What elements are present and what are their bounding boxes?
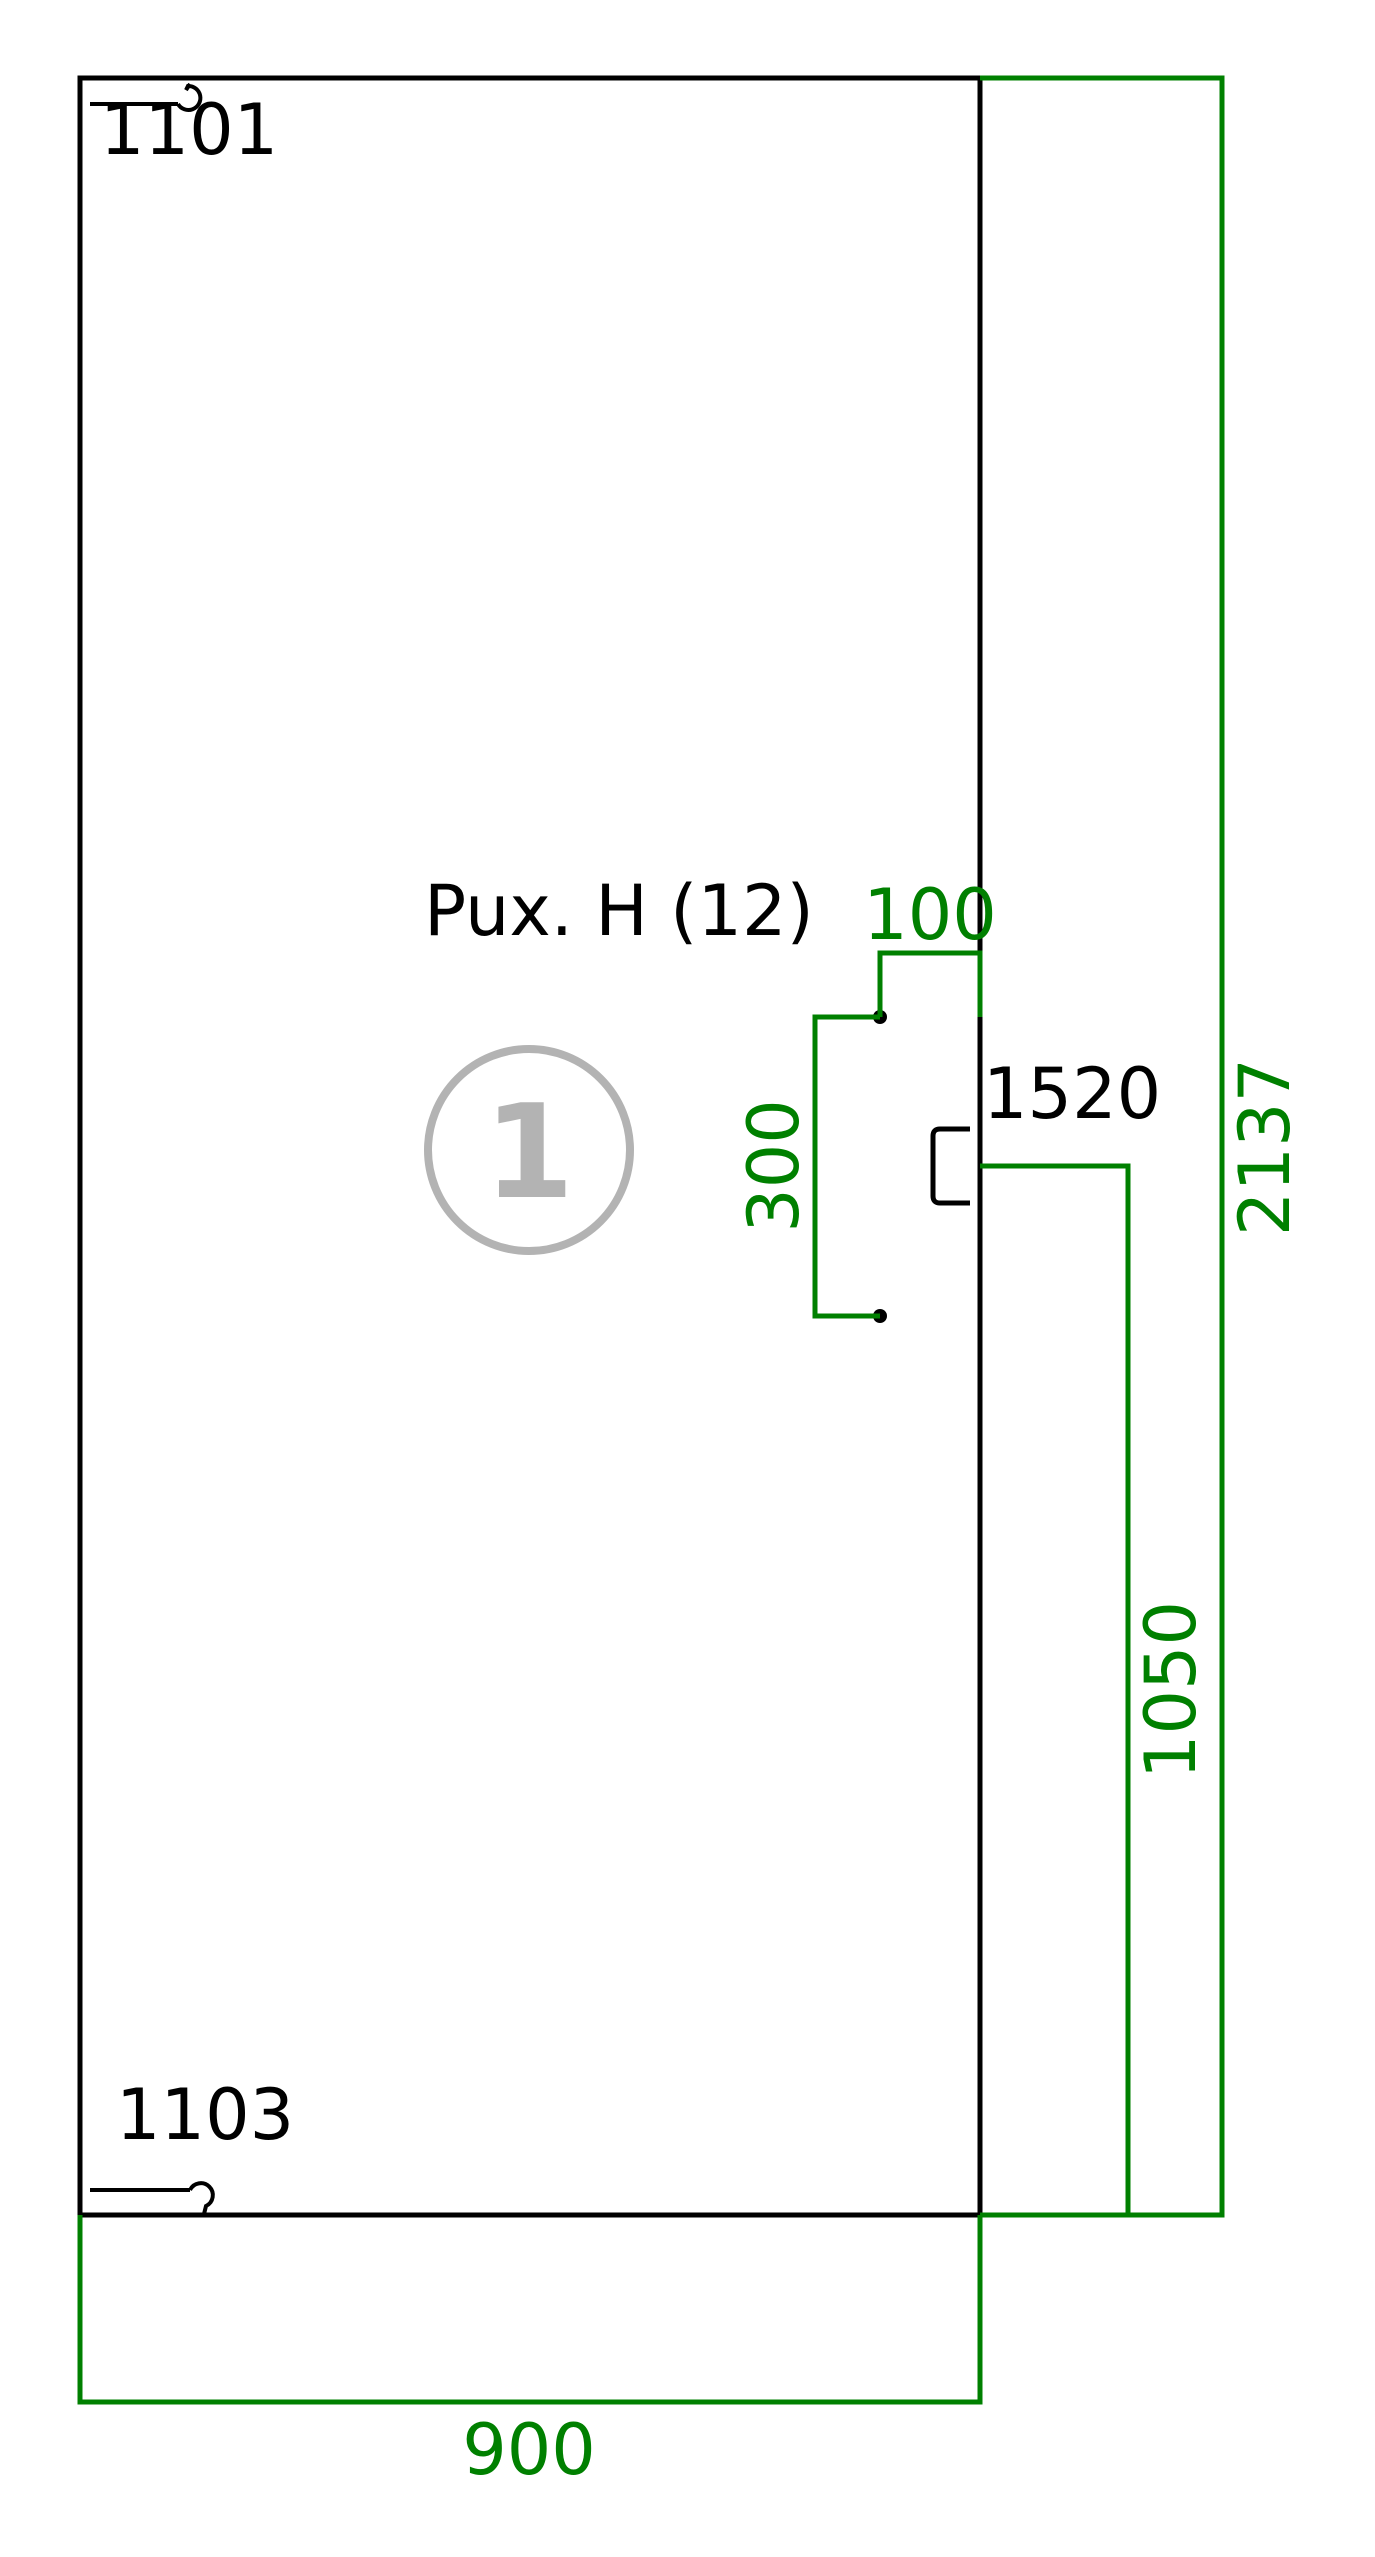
handle-label: 1520 [983,1053,1161,1135]
center-label: Pux. H (12) [424,870,814,952]
hole-spacing-dimension [812,1014,880,1319]
bottom-hinge-symbol [90,2181,215,2215]
hole-offset-value: 100 [863,874,997,956]
width-value: 900 [462,2409,596,2491]
width-dimension [77,2215,983,2405]
door-panel-outline [77,75,983,2218]
position-marker: 1 [424,1045,634,1255]
handle-height-dimension [980,1163,1131,2218]
height-value: 2137 [1224,1058,1306,1236]
top-hinge-label: 1101 [100,89,278,171]
position-marker-number: 1 [484,1076,574,1228]
handle-height-value: 1050 [1130,1601,1212,1779]
handle-symbol [930,1126,970,1206]
hole-offset-dimension [877,950,983,1017]
bottom-hinge-label: 1103 [116,2074,294,2156]
hole-spacing-value: 300 [733,1099,815,1233]
height-dimension [980,75,1225,2218]
top-hinge-symbol [90,82,203,112]
